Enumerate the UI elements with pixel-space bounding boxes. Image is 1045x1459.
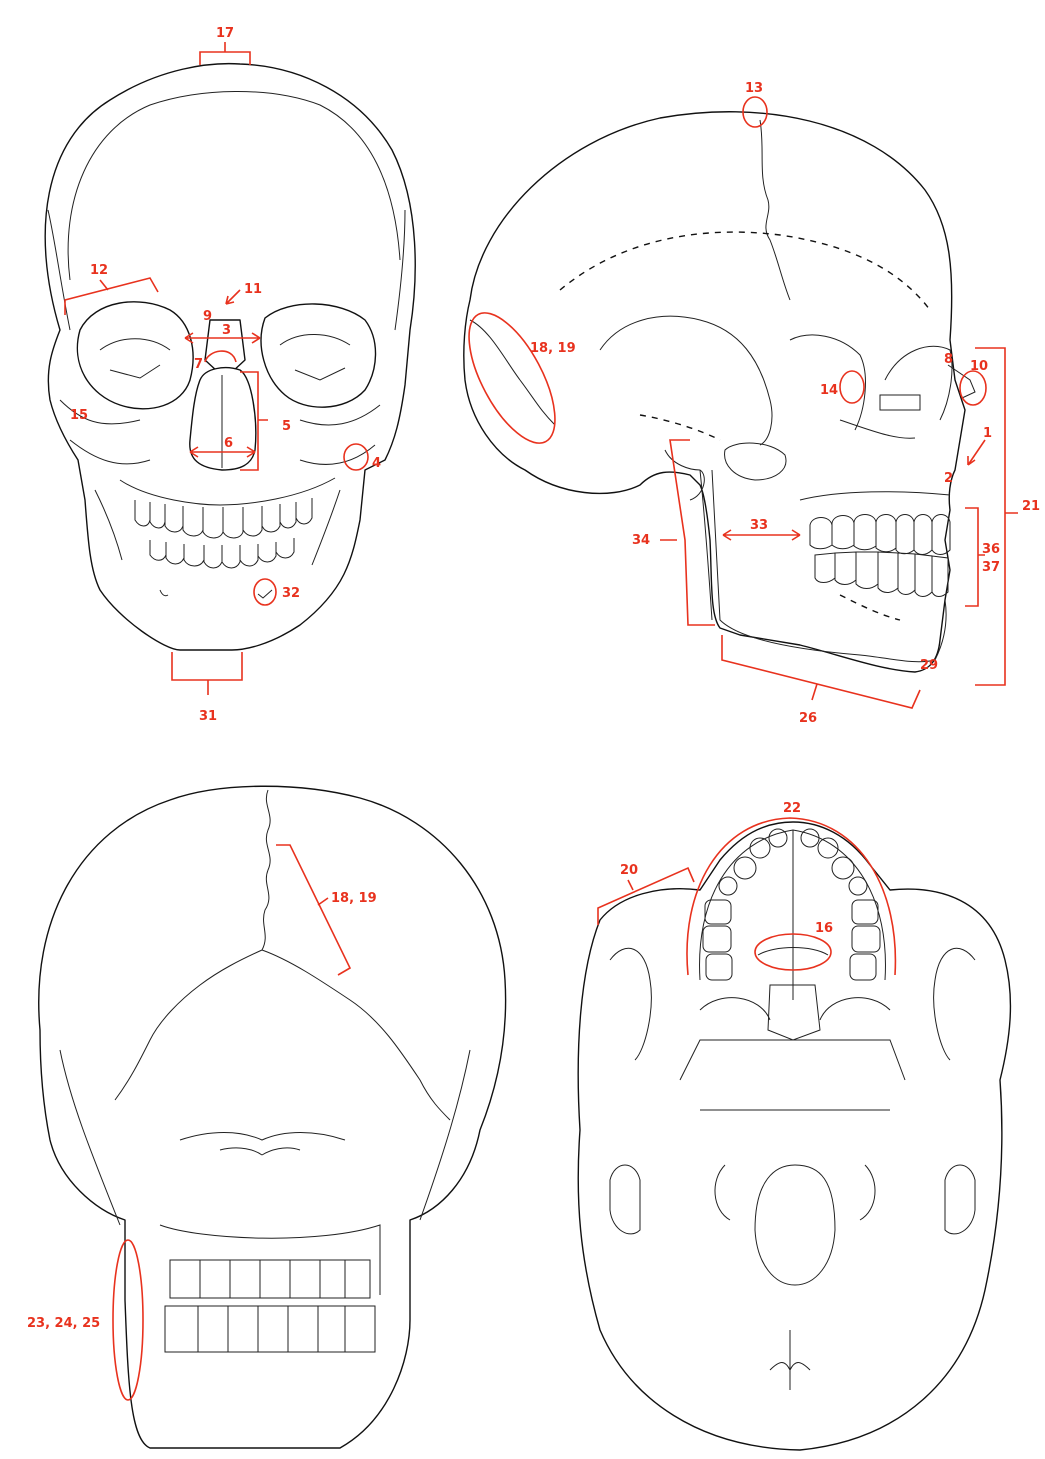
label-5: 5 <box>282 419 291 434</box>
label-9: 9 <box>203 309 212 324</box>
label-6: 6 <box>224 436 233 451</box>
label-15: 15 <box>70 408 88 423</box>
label-23-24-25: 23, 24, 25 <box>27 1316 100 1331</box>
posterior-cranium-outline <box>39 786 506 1448</box>
lateral-cranium-outline <box>464 112 965 672</box>
label-21: 21 <box>1022 499 1040 514</box>
label-22: 22 <box>783 801 801 816</box>
inferior-cranium-outline <box>578 822 1010 1450</box>
label-12: 12 <box>90 263 108 278</box>
label-4: 4 <box>372 456 381 471</box>
label-7: 7 <box>194 357 203 372</box>
nasal-aperture <box>190 368 256 470</box>
bracket-17 <box>200 42 250 65</box>
posterior-view <box>39 786 506 1448</box>
label-3: 3 <box>222 323 231 338</box>
inferior-view <box>578 822 1010 1450</box>
label-31: 31 <box>199 709 217 724</box>
label-2: 2 <box>944 471 953 486</box>
label-36: 36 <box>982 542 1000 557</box>
label-1: 1 <box>983 426 992 441</box>
label-18-19-posterior: 18, 19 <box>331 891 377 906</box>
label-17: 17 <box>216 26 234 41</box>
label-29: 29 <box>920 658 938 673</box>
label-16: 16 <box>815 921 833 936</box>
label-34: 34 <box>632 533 650 548</box>
bracket-36-37 <box>965 508 985 606</box>
label-13: 13 <box>745 81 763 96</box>
bracket-21 <box>975 348 1018 685</box>
label-18-19-lateral: 18, 19 <box>530 341 576 356</box>
arrow-1 <box>968 440 985 465</box>
label-32: 32 <box>282 586 300 601</box>
label-8: 8 <box>944 352 953 367</box>
label-20: 20 <box>620 863 638 878</box>
label-26: 26 <box>799 711 817 726</box>
label-37: 37 <box>982 560 1000 575</box>
label-10: 10 <box>970 359 988 374</box>
label-14: 14 <box>820 383 838 398</box>
label-11: 11 <box>244 282 262 297</box>
lateral-view <box>464 112 975 672</box>
frontal-view <box>45 64 415 650</box>
bracket-31 <box>172 652 242 695</box>
label-33: 33 <box>750 518 768 533</box>
